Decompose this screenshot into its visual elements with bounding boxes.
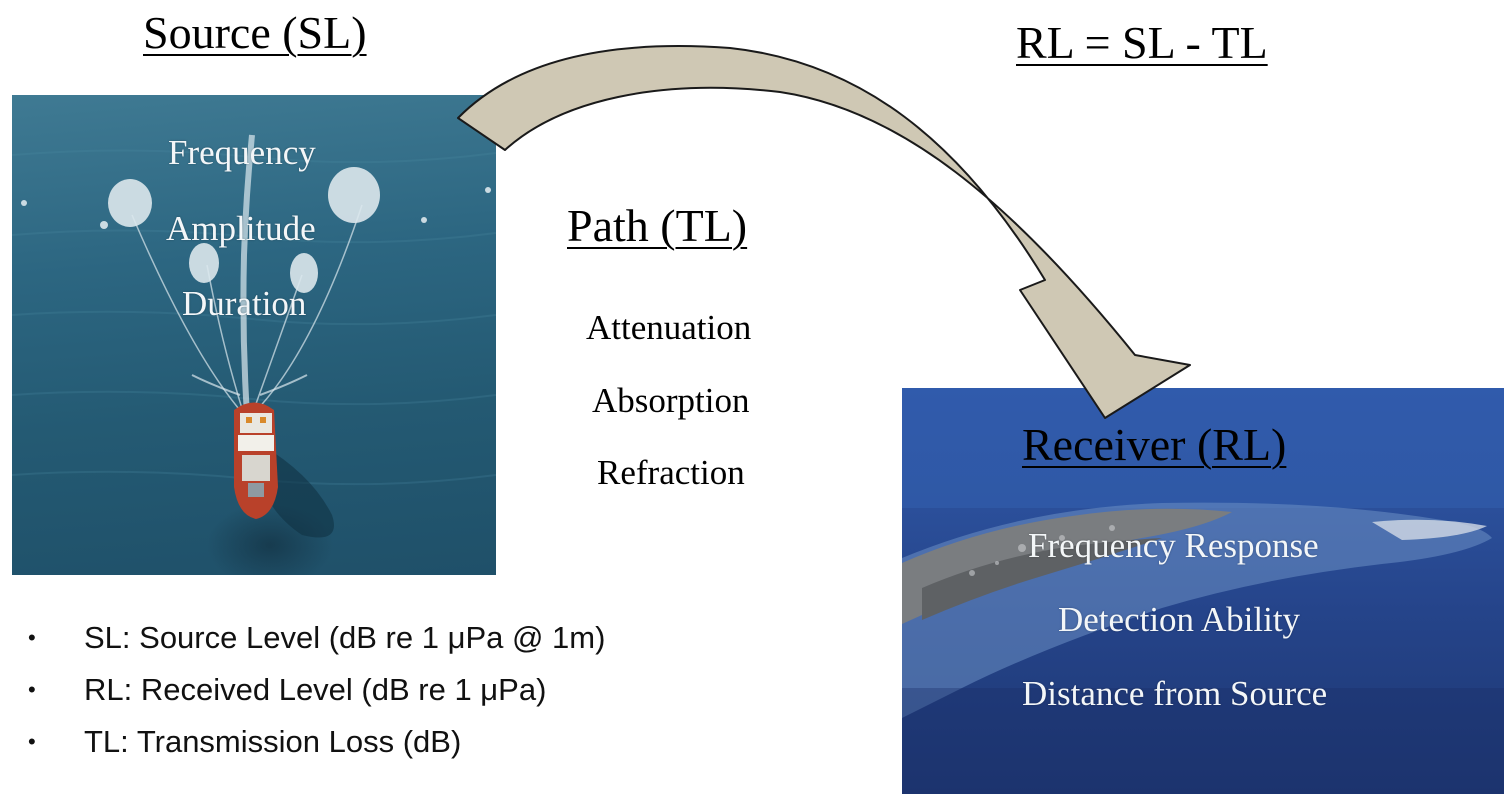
source-title: Source (SL) (143, 7, 367, 58)
whale-photo (902, 388, 1504, 794)
receiver-photo: Frequency Response Detection Ability Dis… (902, 388, 1504, 794)
legend-text: SL: Source Level (dB re 1 μPa @ 1m) (84, 620, 606, 655)
source-property-amplitude: Amplitude (166, 209, 316, 248)
legend-text: TL: Transmission Loss (dB) (84, 724, 462, 759)
source-property-duration: Duration (182, 284, 307, 323)
source-property-frequency: Frequency (168, 133, 316, 172)
bullet-icon: • (28, 625, 36, 650)
bullet-icon: • (28, 729, 36, 754)
source-photo: Frequency Amplitude Duration (12, 95, 496, 575)
path-title: Path (TL) (567, 200, 748, 251)
bullet-icon: • (28, 677, 36, 702)
equation: RL = SL - TL (1016, 17, 1268, 68)
path-property-absorption: Absorption (592, 381, 750, 420)
legend-list: • SL: Source Level (dB re 1 μPa @ 1m) • … (28, 612, 605, 768)
receiver-title: Receiver (RL) (1022, 419, 1287, 470)
receiver-property-frequency-response: Frequency Response (1028, 526, 1319, 565)
legend-item-rl: • RL: Received Level (dB re 1 μPa) (28, 664, 605, 716)
path-property-attenuation: Attenuation (586, 308, 752, 347)
path-property-refraction: Refraction (597, 453, 745, 492)
legend-item-sl: • SL: Source Level (dB re 1 μPa @ 1m) (28, 612, 605, 664)
seismic-survey-vessel-photo (12, 134, 496, 538)
receiver-property-detection-ability: Detection Ability (1058, 600, 1301, 639)
legend-text: RL: Received Level (dB re 1 μPa) (84, 672, 547, 707)
legend-item-tl: • TL: Transmission Loss (dB) (28, 716, 605, 768)
receiver-property-distance-from-source: Distance from Source (1022, 674, 1328, 713)
